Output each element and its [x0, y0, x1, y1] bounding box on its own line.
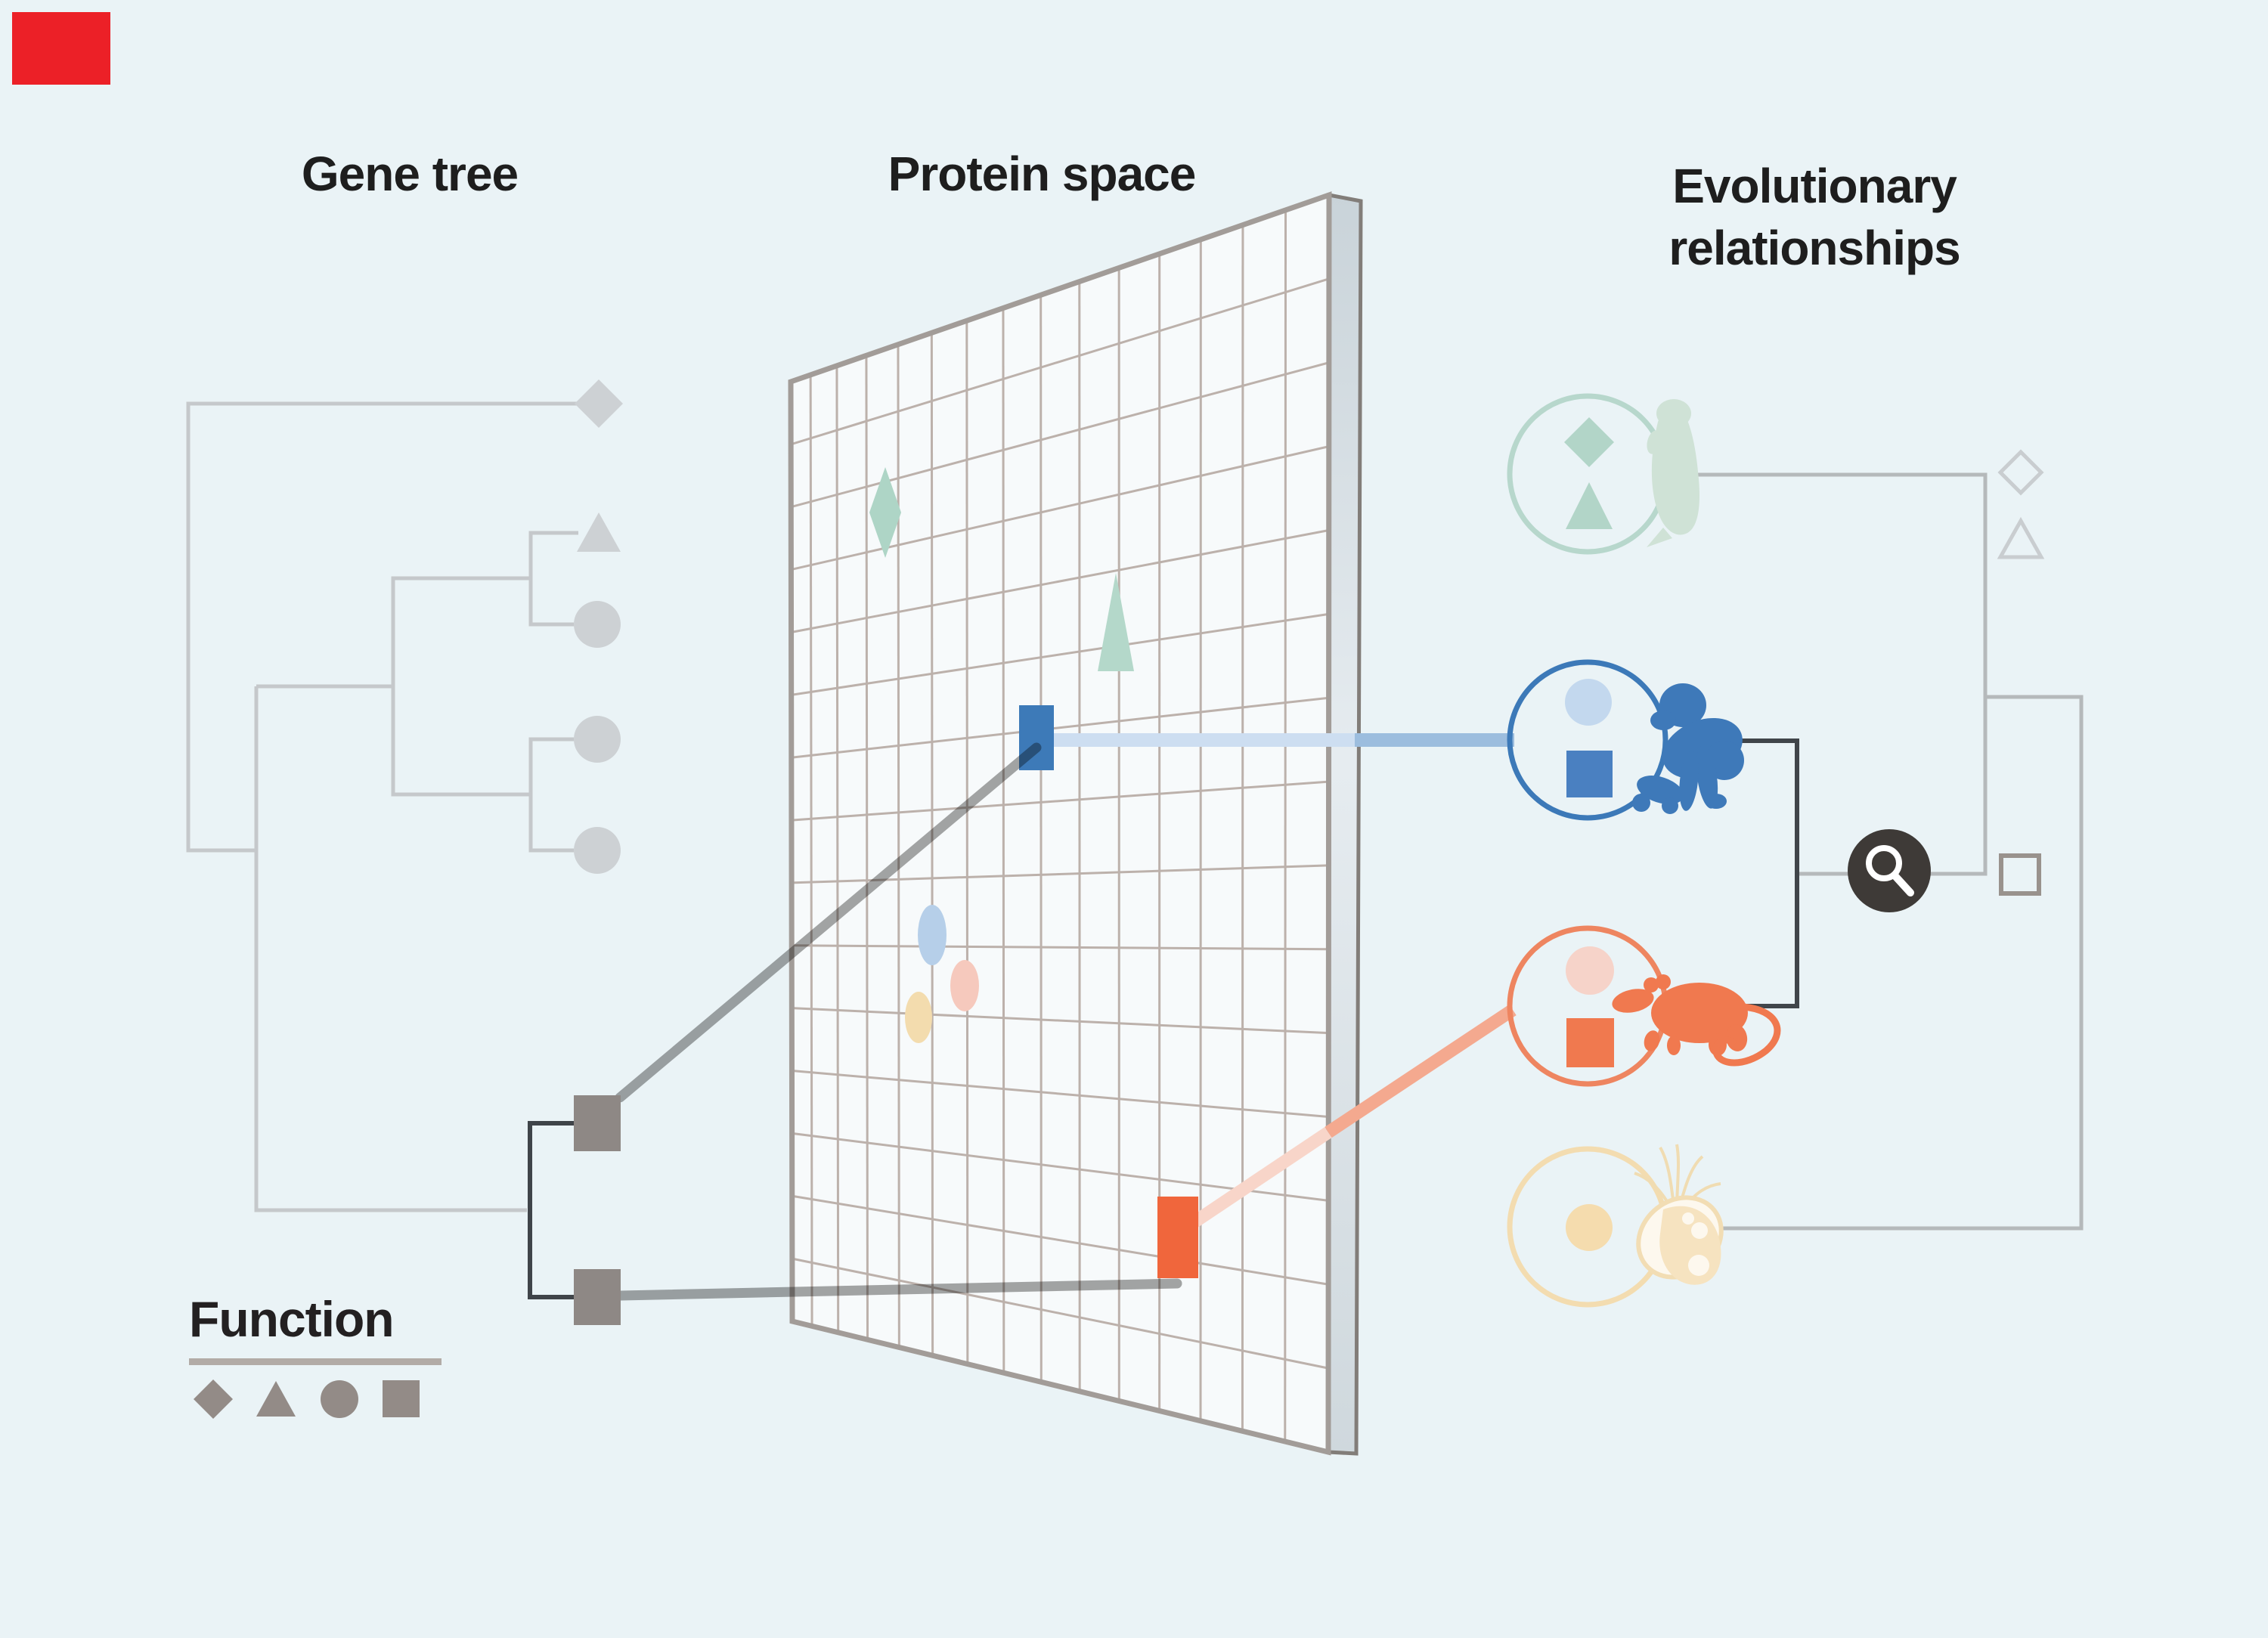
chimpanzee-silhouette: [1632, 683, 1744, 814]
lineage-bands: [1053, 733, 1517, 1237]
faded-pink-circle-point: [950, 960, 979, 1011]
legend-title: Function: [189, 1291, 394, 1347]
grid-line: [835, 365, 840, 1333]
chimp-rat-bracket: [1718, 738, 1799, 1008]
protein-space-panel: [788, 191, 1363, 1456]
grid-line: [791, 696, 1329, 759]
blue-band-inside: [1053, 733, 1355, 747]
faded-yellow-circle-point: [905, 992, 932, 1043]
evolutionary-title-line1: Evolutionary: [1672, 159, 1957, 213]
protist-silhouette: [1634, 1144, 1724, 1285]
inner-node-branch: [391, 576, 531, 797]
gene-to-protein-connectors: [615, 742, 1182, 1301]
teal-diamond-point: [869, 467, 901, 558]
grid-line: [809, 374, 813, 1327]
grid-line: [791, 445, 1329, 571]
panel-face: [791, 195, 1329, 1452]
magnifier-button[interactable]: [1848, 829, 1931, 912]
root-branch: [186, 401, 577, 853]
panel-grid: [791, 209, 1329, 1442]
lineage-circles: [1507, 393, 1781, 1308]
blue-band-outside: [1355, 733, 1514, 747]
orange-circle-function: [1566, 946, 1614, 995]
grid-line: [791, 780, 1329, 822]
salmon-band-outside: [1325, 1004, 1517, 1138]
legend-shapes: [194, 1379, 420, 1419]
red-marker: [12, 12, 110, 85]
grid-line: [1241, 224, 1244, 1432]
orange-square-function: [1566, 1018, 1614, 1067]
grid-line: [792, 1194, 1329, 1286]
outline-diamond-icon: [1997, 449, 2044, 496]
legend-divider: [189, 1358, 442, 1365]
lower-clade-branch: [254, 686, 527, 1212]
leaf-circle-3: [574, 827, 621, 874]
outline-square-icon: [1999, 853, 2041, 896]
leaf-square-2: [574, 1269, 621, 1325]
protein-space-title: Protein space: [888, 147, 1196, 201]
leaf-circle-1: [574, 601, 621, 648]
magnifier-background[interactable]: [1848, 829, 1931, 912]
bracket-circles: [528, 737, 574, 853]
connector-to-orange-square: [616, 1278, 1182, 1301]
legend-triangle-icon: [256, 1381, 296, 1417]
salmon-band-inside: [1178, 1126, 1332, 1237]
grid-line: [792, 1070, 1329, 1119]
grid-line: [1284, 209, 1287, 1442]
grid-line: [1040, 295, 1043, 1383]
teal-diamond-function: [1564, 417, 1614, 467]
gene-tree: [186, 379, 623, 1325]
grid-line: [791, 612, 1329, 696]
grid-line: [792, 1007, 1329, 1035]
faded-blue-circle-point: [918, 905, 947, 965]
grid-line: [791, 277, 1329, 446]
gene-tree-title: Gene tree: [302, 147, 518, 201]
grid-line: [1002, 308, 1005, 1373]
gene-tree-branches: [186, 401, 578, 1212]
connector-to-blue-square: [615, 742, 1042, 1103]
grid-line: [897, 344, 900, 1348]
bracket-triangle-circle: [528, 531, 578, 627]
leaf-square-1: [574, 1095, 621, 1151]
outline-triangle-icon: [1997, 516, 2045, 559]
leaf-circle-2: [574, 716, 621, 763]
grid-line: [792, 1257, 1329, 1370]
rat-tail: [1712, 1003, 1781, 1067]
blue-square-function: [1566, 751, 1613, 797]
orange-square-point: [1157, 1197, 1198, 1278]
blue-lineage-circle: [1507, 659, 1668, 821]
grid-line: [792, 944, 1329, 951]
grid-line: [791, 528, 1329, 633]
teal-triangle-function: [1566, 482, 1613, 529]
legend-diamond-icon: [194, 1379, 233, 1419]
rat-silhouette: [1612, 974, 1781, 1067]
protein-space-points: [869, 467, 1134, 1043]
yellow-circle-function: [1566, 1204, 1613, 1251]
legend-circle-icon: [321, 1380, 358, 1418]
species-tree-leaf-shapes: [1997, 449, 2045, 896]
leaf-triangle: [577, 512, 621, 552]
evolutionary-title-line2: relationships: [1668, 221, 1960, 275]
panel-side-face: [1326, 192, 1363, 1456]
legend-square-icon: [383, 1380, 420, 1417]
grid-line: [965, 320, 969, 1364]
square-clade-bracket: [528, 1121, 574, 1299]
lamprey-silhouette: [1647, 399, 1700, 547]
grid-line: [930, 333, 934, 1356]
gene-tree-leaves: [574, 379, 623, 1325]
leaf-diamond: [575, 379, 623, 428]
blue-circle-function: [1565, 679, 1612, 726]
panel-border: [788, 191, 1332, 1456]
grid-line: [865, 355, 869, 1340]
teal-triangle-point: [1098, 573, 1134, 671]
function-legend: Function: [189, 1291, 442, 1419]
magnifier-icon: [1866, 845, 1914, 896]
root-to-protist-branch: [1718, 695, 2084, 1231]
